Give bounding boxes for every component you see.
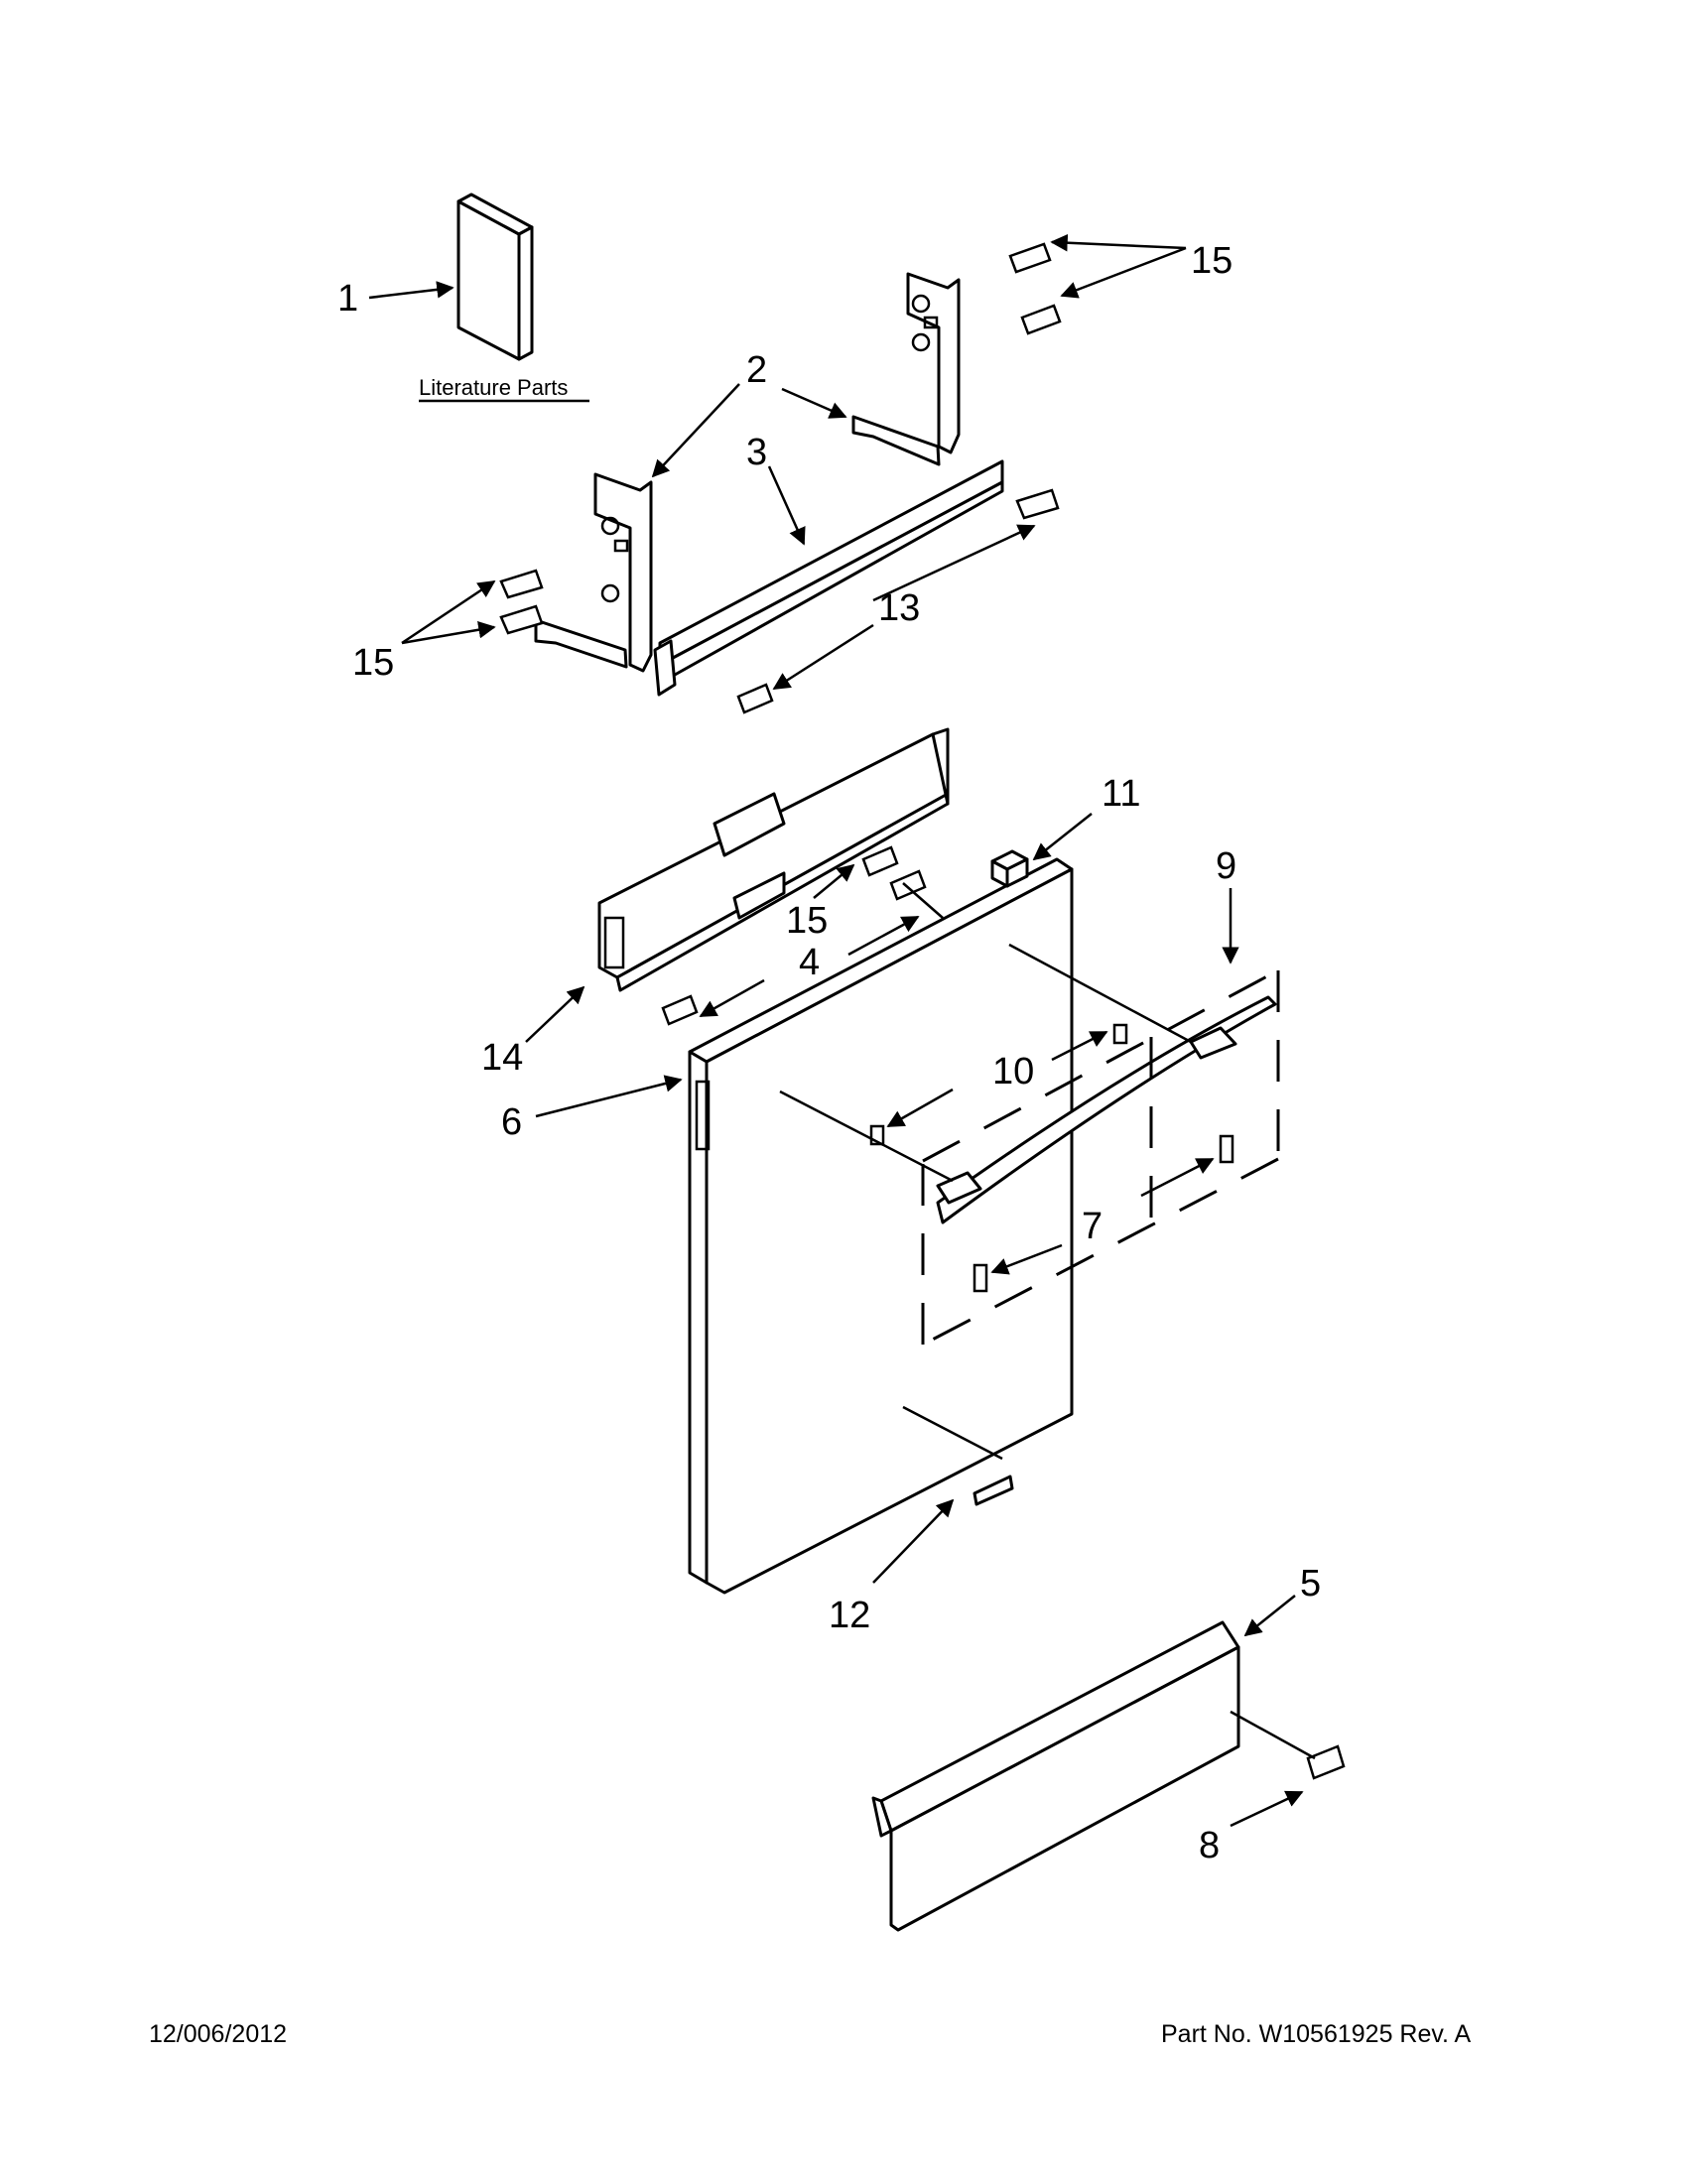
callout-15-left: 15 <box>352 642 394 684</box>
control-console <box>597 727 950 992</box>
assembly-line-rail <box>902 882 944 919</box>
screw-toe-panel <box>1306 1744 1346 1780</box>
screw-left-1 <box>499 569 544 599</box>
screw-console <box>861 845 899 877</box>
callout-2: 2 <box>746 349 767 391</box>
assembly-line-toe <box>1230 1710 1316 1760</box>
callout-3: 3 <box>746 432 767 473</box>
callout-14: 14 <box>481 1037 523 1079</box>
literature-parts-label: Literature Parts <box>419 375 568 400</box>
assembly-line-strip <box>902 1405 1003 1461</box>
screw-door-top <box>889 869 927 901</box>
callout-4: 4 <box>799 942 820 983</box>
door-panel <box>688 857 1074 1595</box>
screw-top-1 <box>1008 242 1052 274</box>
door-handle <box>936 995 1277 1224</box>
mounting-rail <box>653 459 1004 697</box>
callout-9: 9 <box>1216 845 1236 887</box>
bracket-right <box>851 272 961 466</box>
callout-11: 11 <box>1102 773 1140 815</box>
callout-6: 6 <box>501 1101 522 1143</box>
callout-5: 5 <box>1300 1563 1321 1605</box>
footer-date: 12/006/2012 <box>149 2020 287 2048</box>
handle-spacer-upper <box>1112 1023 1128 1045</box>
bracket-left <box>534 472 653 673</box>
screw-left-2 <box>499 604 544 635</box>
callout-8: 8 <box>1199 1825 1220 1866</box>
door-pad <box>990 849 1029 888</box>
callout-1: 1 <box>337 278 358 320</box>
door-strip <box>973 1475 1014 1506</box>
callout-13: 13 <box>878 587 920 629</box>
handle-stud-right <box>1219 1134 1234 1164</box>
screw-rail-left <box>736 683 774 714</box>
screw-door-left <box>661 994 699 1026</box>
handle-assembly-outline <box>921 968 1280 1347</box>
footer-part-number: Part No. W10561925 Rev. A <box>1161 2020 1472 2048</box>
literature-booklet <box>456 193 534 361</box>
callout-15-mid: 15 <box>786 900 828 942</box>
assembly-line-handle-1 <box>1008 943 1192 1044</box>
callout-15-top: 15 <box>1191 240 1233 282</box>
callout-12: 12 <box>829 1595 870 1636</box>
handle-stud-left <box>973 1263 988 1293</box>
callout-10: 10 <box>992 1051 1034 1092</box>
assembly-line-handle-2 <box>779 1090 954 1183</box>
screw-top-2 <box>1020 304 1062 335</box>
toe-panel <box>871 1620 1240 1932</box>
callout-7: 7 <box>1082 1206 1103 1247</box>
screw-rail-right <box>1015 488 1060 520</box>
